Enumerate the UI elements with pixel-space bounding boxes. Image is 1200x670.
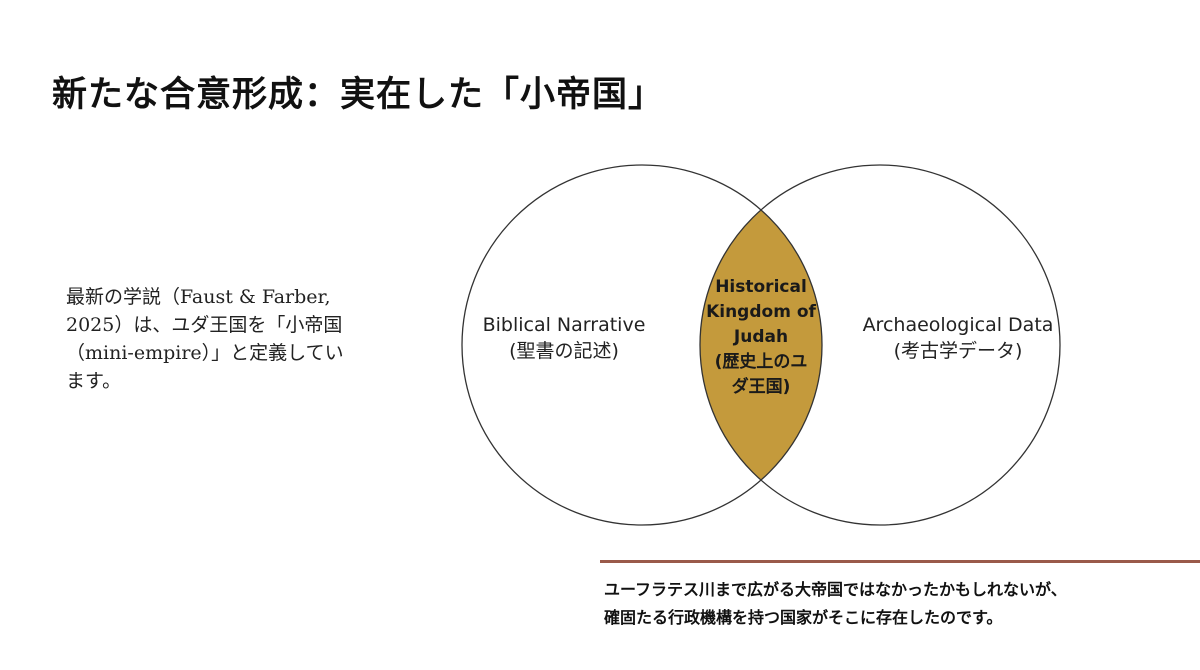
intersection-label: Kingdom of bbox=[706, 302, 816, 322]
body-line: 2025）は、ユダ王国を「小帝国 bbox=[66, 314, 343, 336]
body-line: 最新の学説（Faust & Farber, bbox=[66, 286, 331, 308]
intersection-label: (歴史上のユ bbox=[715, 351, 808, 372]
venn-left-sublabel: (聖書の記述) bbox=[509, 340, 619, 362]
venn-right-sublabel: (考古学データ) bbox=[894, 340, 1023, 362]
slide-title: 新たな合意形成：実在した「小帝国」 bbox=[52, 75, 665, 115]
venn-right-label: Archaeological Data bbox=[863, 314, 1054, 336]
conclusion-text: ユーフラテス川まで広がる大帝国ではなかったかもしれないが、 確固たる行政機構を持… bbox=[604, 576, 1184, 632]
venn-circle-right bbox=[699, 164, 1061, 526]
body-line: ます。 bbox=[66, 370, 122, 392]
venn-left-label: Biblical Narrative bbox=[483, 314, 646, 336]
conclusion-line: ユーフラテス川まで広がる大帝国ではなかったかもしれないが、 bbox=[604, 580, 1067, 599]
venn-circle-left bbox=[461, 164, 823, 526]
body-text: 最新の学説（Faust & Farber, 2025）は、ユダ王国を「小帝国 （… bbox=[66, 283, 411, 395]
body-line: （mini-empire）」と定義してい bbox=[66, 342, 344, 364]
conclusion-line: 確固たる行政機構を持つ国家がそこに存在したのです。 bbox=[604, 608, 1003, 627]
intersection-label: ダ王国) bbox=[732, 376, 791, 397]
accent-divider bbox=[600, 560, 1200, 563]
intersection-label: Historical bbox=[715, 277, 807, 297]
intersection-label: Judah bbox=[733, 327, 788, 347]
venn-intersection bbox=[700, 165, 822, 525]
